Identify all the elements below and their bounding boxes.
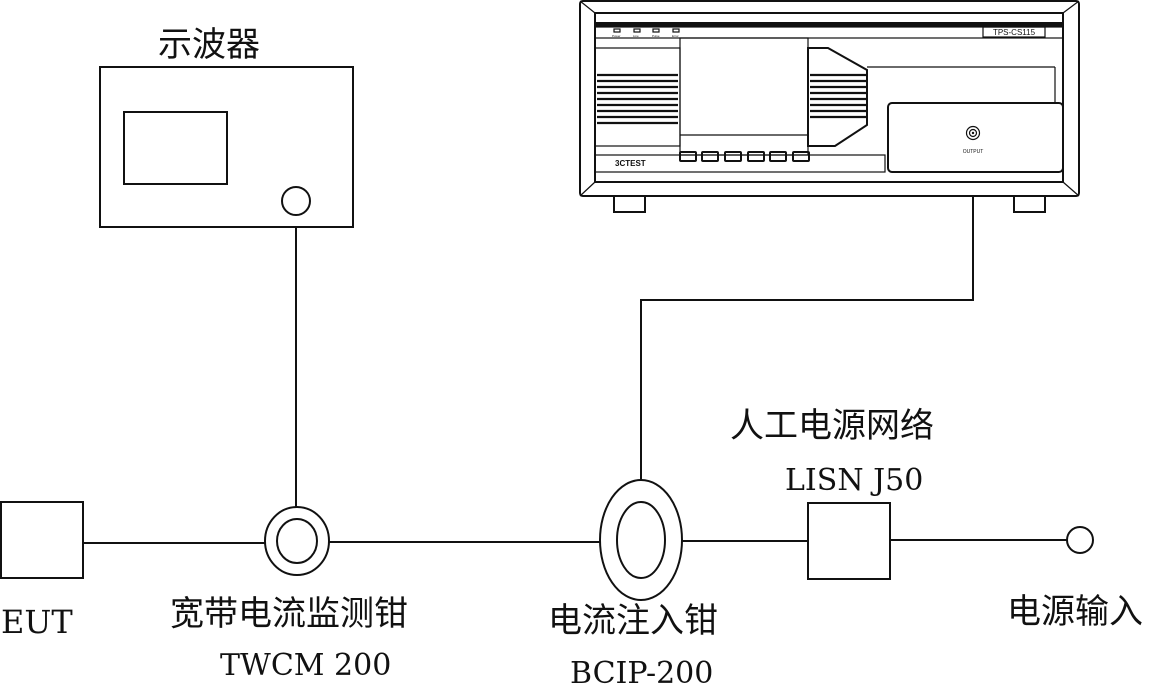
oscilloscope-screen	[123, 111, 228, 185]
power-input-label: 电源输入	[1007, 592, 1143, 632]
injection-clamp-model: BCIP-200	[570, 656, 713, 691]
svg-text:Pulse: Pulse	[652, 34, 660, 38]
lisn-model: LISN J50	[785, 463, 923, 498]
right-vent	[807, 47, 868, 147]
oscilloscope-label: 示波器	[158, 25, 260, 65]
svg-text:Error: Error	[672, 34, 679, 38]
output-label: OUTPUT	[963, 149, 984, 155]
stop-button[interactable]	[701, 151, 719, 162]
oscilloscope-input-knob	[281, 186, 311, 216]
play-pause-button[interactable]	[679, 151, 697, 162]
injection-clamp-label: 电流注入钳	[548, 601, 718, 641]
lisn: 人工电源网络 LISN J50	[730, 406, 934, 580]
model-label: TPS-CS115	[993, 28, 1036, 37]
injection-clamp: 电流注入钳 BCIP-200	[548, 479, 718, 691]
oscilloscope: 示波器	[99, 25, 354, 228]
output-connector[interactable]	[965, 125, 981, 141]
back-button[interactable]	[747, 151, 765, 162]
control-buttons	[679, 151, 810, 162]
home-button[interactable]	[724, 151, 742, 162]
brand-logo: 3CTEST	[615, 159, 646, 168]
power-input-terminal	[1066, 526, 1094, 554]
eut-box	[0, 501, 84, 579]
svg-text:Power: Power	[612, 34, 621, 38]
generator-instrument: Power Line Pulse Error TPS-CS115 OUTPUT	[579, 0, 1080, 213]
generator-to-injection-wire	[640, 140, 974, 480]
monitor-clamp: 宽带电流监测钳 TWCM 200	[170, 506, 408, 683]
output-panel	[887, 102, 1064, 173]
settings-button[interactable]	[769, 151, 787, 162]
wires	[83, 140, 1067, 544]
monitor-clamp-model: TWCM 200	[220, 648, 391, 683]
enter-button[interactable]	[792, 151, 810, 162]
lisn-label: 人工电源网络	[730, 406, 934, 446]
svg-text:Line: Line	[633, 34, 639, 38]
monitor-clamp-label: 宽带电流监测钳	[170, 594, 408, 634]
led-indicators: Power Line Pulse Error	[612, 28, 680, 38]
eut-label: EUT	[1, 603, 73, 641]
